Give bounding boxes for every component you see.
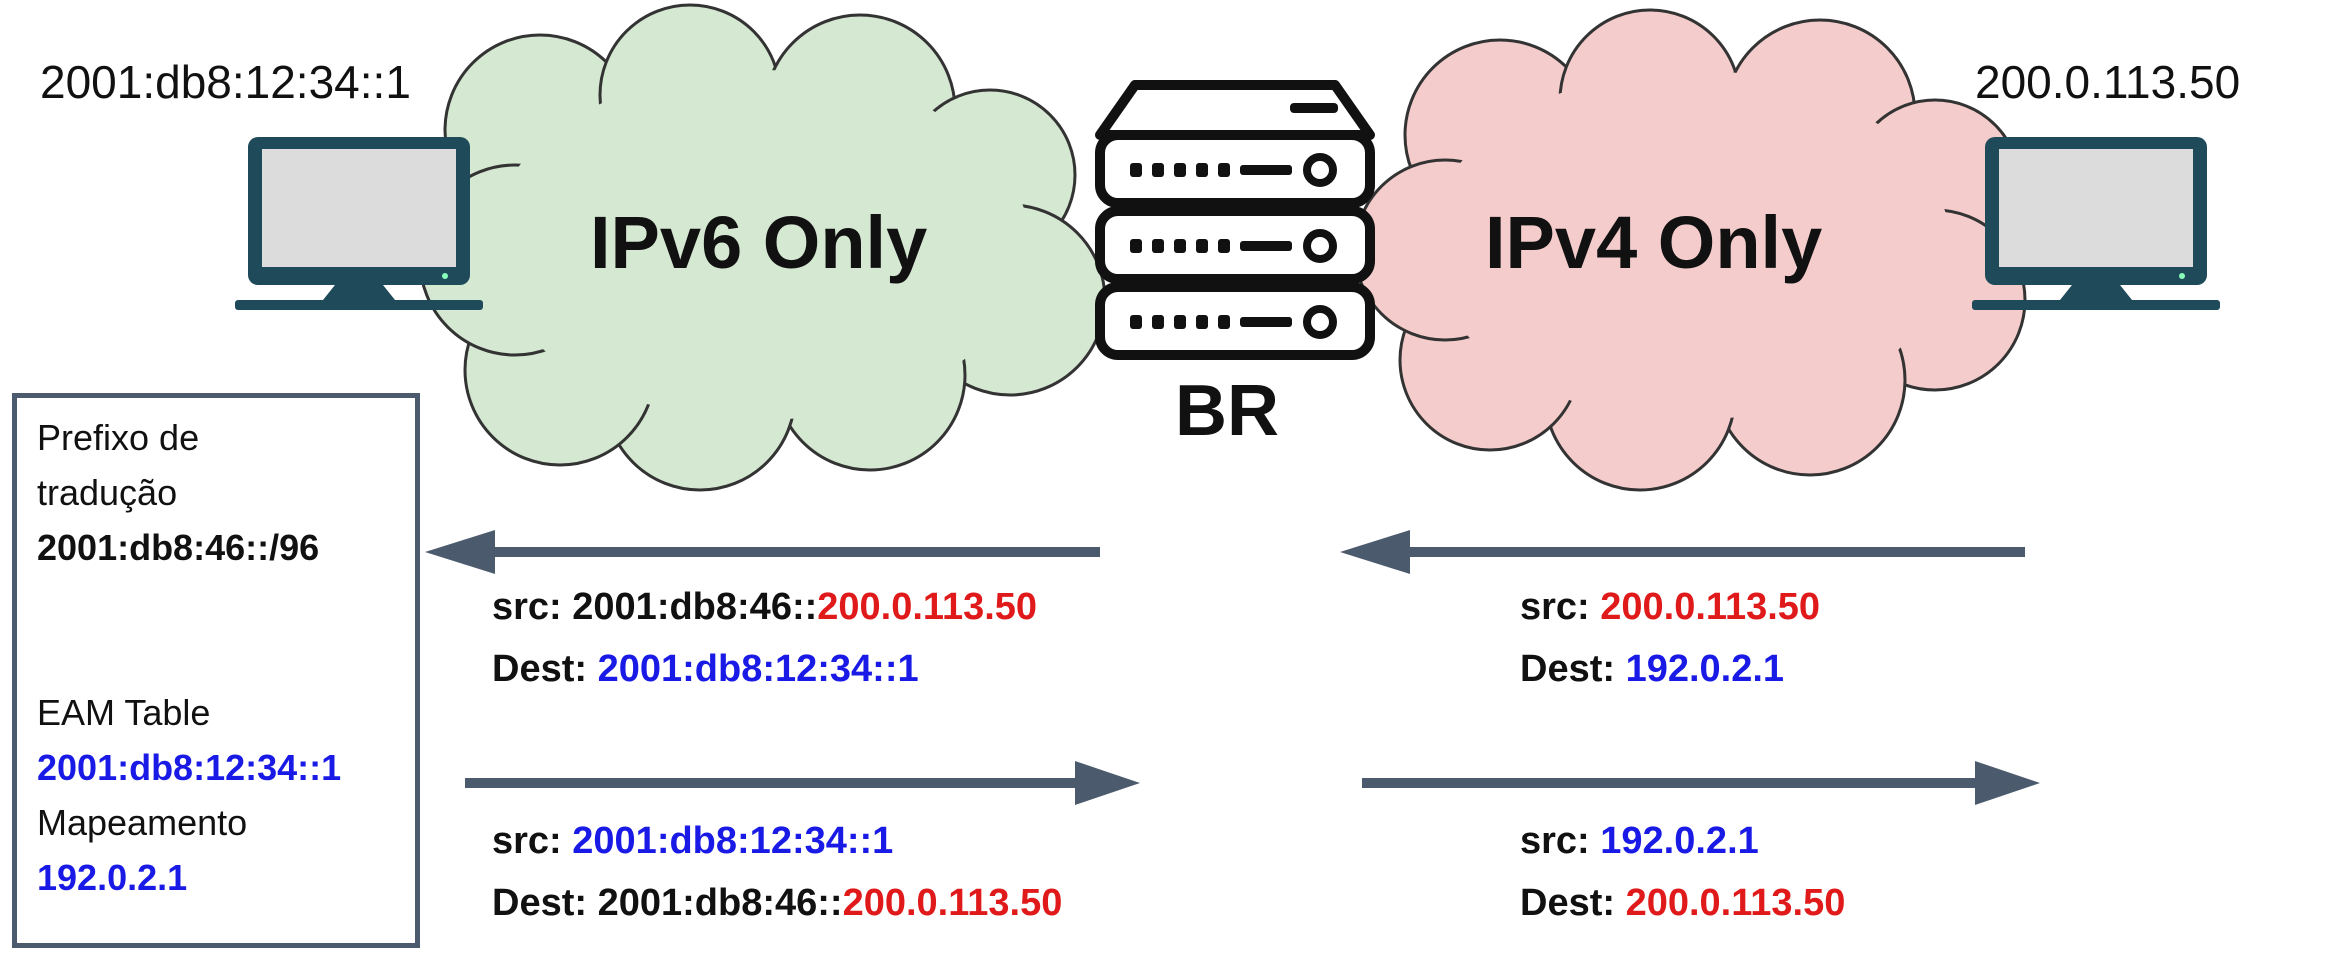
src-label: src: bbox=[492, 586, 562, 628]
dest-value: 2001:db8:12:34::1 bbox=[597, 648, 919, 690]
eam-title: EAM Table bbox=[37, 692, 211, 733]
packet-src-line: src: 200.0.113.50 bbox=[1520, 576, 1820, 638]
packet-dest-line: Dest: 192.0.2.1 bbox=[1520, 638, 1820, 700]
src-label: src: bbox=[492, 820, 562, 862]
right-host-address: 200.0.113.50 bbox=[1975, 56, 2241, 108]
arrow-left-ipv6 bbox=[425, 530, 1100, 574]
packet-src-line: src: 2001:db8:12:34::1 bbox=[492, 810, 1062, 872]
ipv4-cloud-label: IPv4 Only bbox=[1485, 201, 1823, 284]
packet-ipv6-outgoing: src: 2001:db8:12:34::1 Dest: 2001:db8:46… bbox=[492, 810, 1062, 934]
packet-ipv4-incoming: src: 200.0.113.50 Dest: 192.0.2.1 bbox=[1520, 576, 1820, 700]
packet-dest-line: Dest: 2001:db8:12:34::1 bbox=[492, 638, 1037, 700]
arrow-left-ipv4 bbox=[1340, 530, 2025, 574]
right-computer-icon bbox=[1972, 137, 2220, 310]
packet-ipv4-outgoing: src: 192.0.2.1 Dest: 200.0.113.50 bbox=[1520, 810, 1845, 934]
packet-dest-line: Dest: 2001:db8:46::200.0.113.50 bbox=[492, 872, 1062, 934]
dest-label: Dest: bbox=[1520, 648, 1616, 690]
translation-panel: Prefixo de tradução 2001:db8:46::/96 EAM… bbox=[12, 393, 420, 948]
dest-value: 192.0.2.1 bbox=[1625, 648, 1785, 690]
arrow-right-ipv4 bbox=[1362, 761, 2040, 805]
src-value: 2001:db8:12:34::1 bbox=[572, 820, 894, 862]
src-label: src: bbox=[1520, 586, 1590, 628]
left-computer-icon bbox=[235, 137, 483, 310]
eam-ipv6: 2001:db8:12:34::1 bbox=[37, 747, 342, 788]
router-icon bbox=[1095, 80, 1375, 360]
packet-ipv6-incoming: src: 2001:db8:46::200.0.113.50 Dest: 200… bbox=[492, 576, 1037, 700]
packet-src-line: src: 192.0.2.1 bbox=[1520, 810, 1845, 872]
dest-embedded-v4: 200.0.113.50 bbox=[842, 882, 1063, 924]
arrow-right-ipv6 bbox=[465, 761, 1140, 805]
packet-src-line: src: 2001:db8:46::200.0.113.50 bbox=[492, 576, 1037, 638]
src-value: 192.0.2.1 bbox=[1600, 820, 1759, 862]
src-label: src: bbox=[1520, 820, 1590, 862]
src-value: 200.0.113.50 bbox=[1600, 586, 1821, 628]
dest-label: Dest: bbox=[492, 648, 588, 690]
ipv6-cloud-label: IPv6 Only bbox=[590, 201, 928, 284]
router-label: BR bbox=[1175, 371, 1279, 451]
src-prefix: 2001:db8:46:: bbox=[572, 586, 818, 628]
dest-label: Dest: bbox=[492, 882, 588, 924]
src-embedded-v4: 200.0.113.50 bbox=[817, 586, 1038, 628]
dest-prefix: 2001:db8:46:: bbox=[597, 882, 843, 924]
mapping-ipv4: 192.0.2.1 bbox=[37, 857, 188, 898]
left-host-address: 2001:db8:12:34::1 bbox=[40, 56, 411, 108]
prefix-value: 2001:db8:46::/96 bbox=[37, 527, 320, 568]
dest-label: Dest: bbox=[1520, 882, 1616, 924]
mapping-title: Mapeamento bbox=[37, 802, 248, 843]
prefix-title: Prefixo de tradução bbox=[37, 417, 200, 513]
packet-dest-line: Dest: 200.0.113.50 bbox=[1520, 872, 1845, 934]
dest-value: 200.0.113.50 bbox=[1625, 882, 1846, 924]
